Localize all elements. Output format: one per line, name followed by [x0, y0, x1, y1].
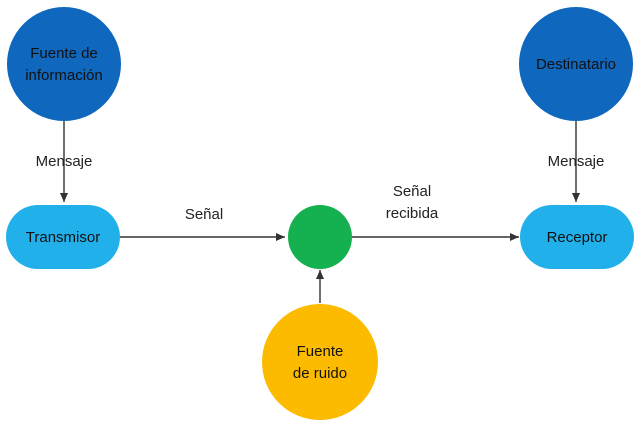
node-fuente-informacion-shape [7, 7, 121, 121]
edge-label-senal: Señal [185, 206, 223, 223]
node-fuente-ruido-label-line2: de ruido [293, 365, 347, 382]
node-receptor: Receptor [520, 205, 634, 269]
node-fuente-ruido-label-line1: Fuente [297, 343, 344, 360]
node-destinatario-label: Destinatario [536, 56, 616, 73]
edge-label-mensaje-left: Mensaje [36, 153, 93, 170]
edge-label-mensaje-right: Mensaje [548, 153, 605, 170]
node-transmisor-label: Transmisor [26, 229, 100, 246]
edge-label-senal-recibida-line2: recibida [386, 205, 439, 222]
node-destinatario-shape [519, 7, 633, 121]
node-fuente-informacion-label-line2: información [25, 67, 103, 84]
node-fuente-ruido-shape [262, 304, 378, 420]
node-fuente-informacion-label-line1: Fuente de [30, 45, 98, 62]
node-receptor-shape [520, 205, 634, 269]
node-fuente-informacion: Fuente de información [7, 7, 121, 121]
node-transmisor-shape [6, 205, 120, 269]
node-destinatario: Destinatario [519, 7, 633, 121]
node-fuente-ruido: Fuente de ruido [262, 304, 378, 420]
node-receptor-label: Receptor [547, 229, 608, 246]
node-canal [288, 205, 352, 269]
edge-label-senal-recibida-line1: Señal [393, 183, 431, 200]
node-transmisor: Transmisor [6, 205, 120, 269]
node-canal-shape [288, 205, 352, 269]
